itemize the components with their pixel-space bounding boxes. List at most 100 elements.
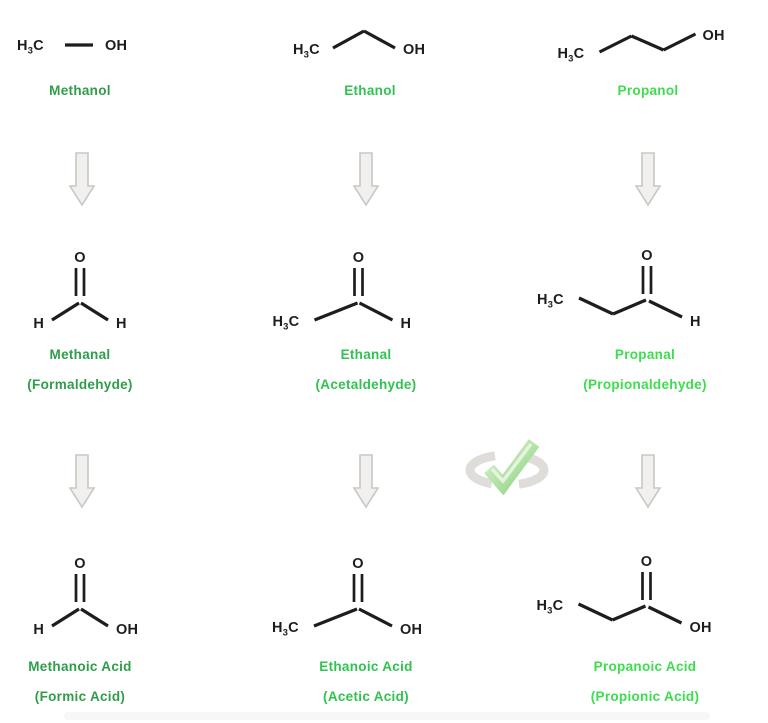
hydroxyl-label: OH (105, 38, 127, 54)
hydrogen-label: H (690, 314, 701, 330)
carbon-label: C (288, 620, 299, 636)
aldehyde-common-name: (Acetaldehyde) (315, 377, 417, 392)
hydroxyl-label: OH (116, 622, 138, 638)
checkmark-watermark (455, 434, 559, 500)
aldehyde-common-name: (Propionaldehyde) (583, 377, 707, 392)
carbon-label: C (574, 46, 585, 62)
oxidation-arrow (352, 152, 380, 207)
single-bond (80, 301, 109, 322)
oxidation-arrow (68, 152, 96, 207)
subscript-3: 3 (548, 300, 553, 311)
alcohol-name-propanol: Propanol (617, 83, 679, 98)
carbon-label: C (33, 38, 44, 54)
aldehyde-name-methanal: Methanal (49, 347, 111, 362)
oxidation-arrow (68, 454, 96, 509)
methanoic-acid-structure: O H OH (5, 552, 155, 644)
hydrogen-label: H (33, 622, 44, 638)
hydrogen-label: H (401, 316, 412, 332)
single-bond (647, 605, 683, 625)
alcohol-name-methanol: Methanol (49, 83, 111, 98)
hydrogen-label: H (537, 598, 548, 614)
single-bond (648, 299, 683, 319)
hydrogen-label: H (272, 620, 283, 636)
single-bond (662, 32, 697, 52)
subscript-3: 3 (568, 54, 573, 65)
hydrogen-label: H (273, 314, 284, 330)
hydroxyl-label: OH (403, 42, 425, 58)
propanol-structure: H3C OH (556, 16, 741, 65)
carbon-label: C (553, 598, 564, 614)
methyl-group-label: H3C (558, 46, 585, 65)
carbon-label: C (309, 42, 320, 58)
single-bond (51, 607, 80, 628)
single-bond (598, 34, 633, 54)
methyl-group-label: H3C (293, 42, 320, 61)
acid-name-ethanoic: Ethanoic Acid (319, 659, 413, 674)
hydroxyl-label: OH (703, 28, 725, 44)
down-arrow-icon (352, 454, 380, 509)
oxidation-arrow (634, 454, 662, 509)
ethanal-structure: O H3C H (271, 246, 446, 342)
oxygen-label: O (74, 250, 85, 266)
aldehyde-common-name: (Formaldehyde) (27, 377, 133, 392)
acid-name-propanoic: Propanoic Acid (593, 659, 697, 674)
methyl-group-label: H3C (272, 620, 299, 639)
single-bond (313, 607, 358, 628)
methanal-structure: O H H (10, 246, 150, 338)
swoosh-ring-icon (465, 450, 549, 490)
single-bond (578, 296, 614, 316)
single-bond (611, 604, 647, 622)
single-bond (358, 607, 393, 628)
aldehyde-name-ethanal: Ethanal (340, 347, 392, 362)
single-bond (612, 298, 647, 316)
bottom-strip (64, 712, 710, 720)
single-bond (332, 29, 365, 50)
single-bond (630, 34, 665, 52)
acid-common-name: (Formic Acid) (34, 689, 126, 704)
down-arrow-icon (68, 454, 96, 509)
single-bond (358, 301, 394, 322)
methyl-group-label: H3C (273, 314, 300, 333)
methyl-group-label: H3C (537, 598, 564, 617)
single-bond (313, 301, 359, 322)
hydroxyl-label: OH (400, 622, 422, 638)
subscript-3: 3 (304, 50, 309, 61)
acid-common-name: (Propionic Acid) (590, 689, 700, 704)
acid-common-name: (Acetic Acid) (323, 689, 409, 704)
alcohol-name-ethanol: Ethanol (344, 83, 396, 98)
hydrogen-label: H (17, 38, 28, 54)
carbon-label: C (553, 292, 564, 308)
hydrogen-label: H (116, 316, 127, 332)
down-arrow-icon (68, 152, 96, 207)
down-arrow-icon (352, 152, 380, 207)
subscript-3: 3 (547, 606, 552, 617)
down-arrow-icon (634, 454, 662, 509)
single-bond (577, 602, 614, 622)
subscript-3: 3 (28, 46, 33, 57)
single-bond (80, 607, 109, 628)
ethanoic-acid-structure: O H3C OH (270, 552, 450, 648)
hydrogen-label: H (558, 46, 569, 62)
methanol-structure: H3C OH (15, 26, 145, 62)
oxygen-label: O (352, 556, 363, 572)
single-bond (363, 29, 396, 50)
down-arrow-icon (634, 152, 662, 207)
hydrogen-label: H (33, 316, 44, 332)
oxygen-label: O (641, 554, 652, 570)
hydroxyl-label: OH (690, 620, 712, 636)
methyl-group-label: H3C (17, 38, 44, 57)
hydrogen-label: H (537, 292, 548, 308)
subscript-3: 3 (283, 322, 288, 333)
subscript-3: 3 (283, 628, 288, 639)
check-highlight (490, 442, 533, 484)
check-icon (484, 439, 540, 496)
oxidation-arrow (634, 152, 662, 207)
propanoic-acid-structure: O H3C OH (535, 550, 740, 650)
oxygen-label: O (641, 248, 652, 264)
hydrogen-label: H (293, 42, 304, 58)
acid-name-methanoic: Methanoic Acid (28, 659, 132, 674)
oxidation-arrow (352, 454, 380, 509)
oxygen-label: O (353, 250, 364, 266)
propanal-structure: O H3C H (535, 244, 735, 344)
single-bond (51, 301, 80, 322)
